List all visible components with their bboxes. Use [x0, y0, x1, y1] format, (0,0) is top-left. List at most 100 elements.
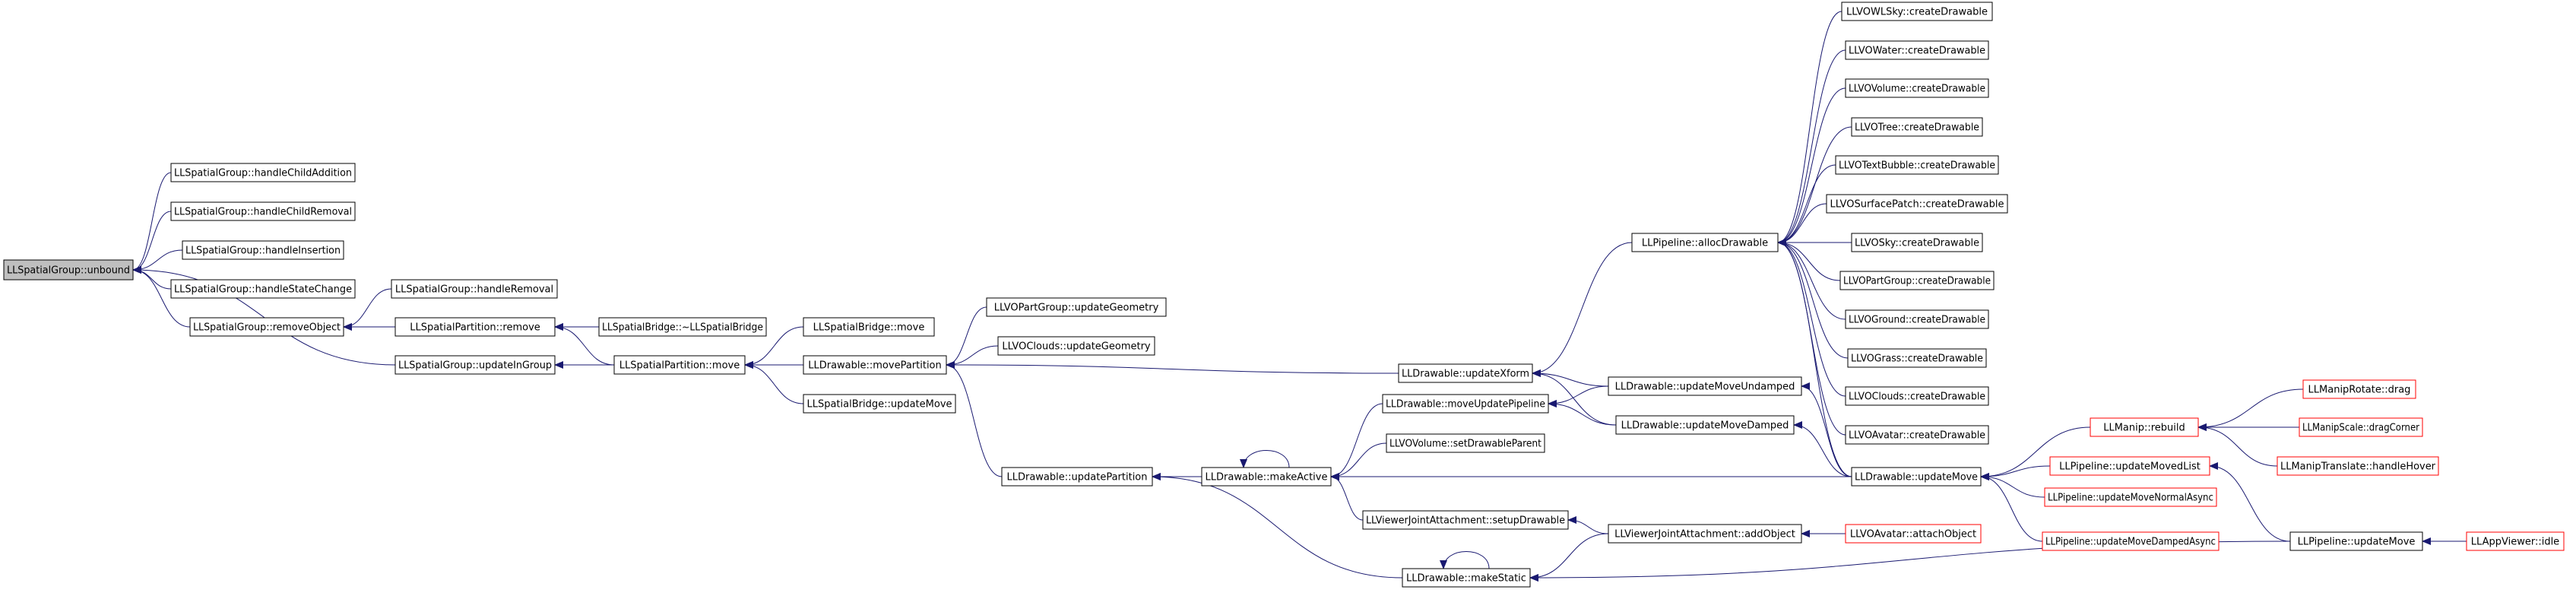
- node-llpipeline-updatemove[interactable]: LLPipeline::updateMove: [2289, 531, 2423, 551]
- node-box: [1398, 363, 1533, 383]
- node-label: LLVOPartGroup::createDrawable: [1843, 276, 1991, 287]
- node-llspatialbridge-updatemove[interactable]: LLSpatialBridge::updateMove: [803, 394, 956, 414]
- node-label: LLVOAvatar::attachObject: [1850, 529, 1976, 541]
- node-llviewerjointattachment-setupdrawable[interactable]: LLViewerJointAttachment::setupDrawable: [1362, 510, 1569, 530]
- edge-volume-to-allocdrawable: [1777, 87, 1846, 246]
- node-label: LLDrawable::updateMoveDamped: [1621, 420, 1789, 432]
- node-llmaniptranslate-handlehover[interactable]: LLManipTranslate::handleHover: [2277, 456, 2439, 476]
- node-llspatialgroup-removeobject[interactable]: LLSpatialGroup::removeObject: [189, 317, 344, 337]
- node-label: LLVOSky::createDrawable: [1855, 238, 1979, 249]
- node-label: LLSpatialBridge::~LLSpatialBridge: [602, 322, 763, 334]
- edge-addobject-to-setupdrawable: [1567, 516, 1609, 534]
- node-box: [2044, 487, 2217, 507]
- edge-clouds-to-allocdrawable: [1777, 239, 1846, 397]
- node-llspatialgroup-updateingroup[interactable]: LLSpatialGroup::updateInGroup: [394, 355, 556, 375]
- node-llspatialgroup-handlestatechange[interactable]: LLSpatialGroup::handleStateChange: [170, 279, 356, 299]
- node-llvosky-createdrawable[interactable]: LLVOSky::createDrawable: [1851, 233, 1983, 252]
- node-box: [1362, 510, 1569, 530]
- node-llvopartgroup-createdrawable[interactable]: LLVOPartGroup::createDrawable: [1839, 271, 1995, 290]
- node-llvowlsky-createdrawable[interactable]: LLVOWLSky::createDrawable: [1841, 2, 1993, 21]
- node-label: LLManipTranslate::handleHover: [2280, 461, 2436, 473]
- node-llspatialgroup-handleinsertion[interactable]: LLSpatialGroup::handleInsertion: [182, 240, 344, 260]
- node-llvowater-createdrawable[interactable]: LLVOWater::createDrawable: [1845, 40, 1989, 60]
- node-box: [2042, 531, 2220, 551]
- node-llspatialpartition-remove[interactable]: LLSpatialPartition::remove: [394, 317, 556, 337]
- node-llmanip-rebuild[interactable]: LLManip::rebuild: [2090, 417, 2199, 437]
- edge-bridgemove-to-partmove: [744, 326, 804, 369]
- node-box: [2049, 456, 2210, 476]
- edge-water-to-allocdrawable: [1777, 49, 1846, 246]
- node-box: [803, 394, 956, 414]
- edge-removeobject-to-unbound: [132, 266, 191, 328]
- node-llvoground-createdrawable[interactable]: LLVOGround::createDrawable: [1845, 309, 1989, 329]
- node-llvoavatar-createdrawable[interactable]: LLVOAvatar::createDrawable: [1845, 425, 1989, 445]
- node-llvoclouds-createdrawable[interactable]: LLVOClouds::createDrawable: [1845, 386, 1989, 406]
- node-llmanipscale-dragcorner[interactable]: LLManipScale::dragCorner: [2299, 417, 2423, 437]
- node-label: LLPipeline::updateMoveNormalAsync: [2048, 493, 2213, 504]
- edge-updatemoveundamped-to-updatexform: [1532, 369, 1609, 387]
- node-box: [1845, 425, 1989, 445]
- node-llspatialgroup-handleremoval[interactable]: LLSpatialGroup::handleRemoval: [391, 279, 558, 299]
- node-llspatialgroup-handlechildremoval[interactable]: LLSpatialGroup::handleChildRemoval: [170, 201, 356, 221]
- node-label: LLDrawable::makeActive: [1206, 472, 1328, 483]
- node-box: [997, 336, 1155, 356]
- node-llpipeline-updatemovedampedasync[interactable]: LLPipeline::updateMoveDampedAsync: [2042, 531, 2220, 551]
- node-box: [1839, 271, 1995, 290]
- node-label: LLViewerJointAttachment::setupDrawable: [1366, 515, 1565, 527]
- node-lldrawable-movepartition[interactable]: LLDrawable::movePartition: [803, 355, 947, 375]
- node-box: [1608, 376, 1802, 396]
- node-label: LLManipScale::dragCorner: [2302, 423, 2420, 434]
- node-box: [2090, 417, 2199, 437]
- node-label: LLSpatialBridge::move: [813, 322, 925, 334]
- node-llspatialbridge-llspatialbridge[interactable]: LLSpatialBridge::~LLSpatialBridge: [598, 317, 767, 337]
- node-llvotextbubble-createdrawable[interactable]: LLVOTextBubble::createDrawable: [1835, 155, 1999, 175]
- edge-drawableupdatemove-to-updatemoveundamped: [1801, 382, 1852, 477]
- node-lldrawable-makestatic[interactable]: LLDrawable::makeStatic: [1402, 568, 1531, 588]
- node-box: [1835, 155, 1999, 175]
- edge-partgroupgeom-to-movetable: [946, 306, 987, 369]
- edge-normalasync-to-drawableupdatemove: [1980, 473, 2045, 498]
- node-llpipeline-allocdrawable[interactable]: LLPipeline::allocDrawable: [1631, 233, 1779, 252]
- node-label: LLVOPartGroup::updateGeometry: [994, 303, 1159, 314]
- edge-ground-to-allocdrawable: [1777, 239, 1846, 320]
- node-lldrawable-moveupdatepipeline[interactable]: LLDrawable::moveUpdatePipeline: [1382, 394, 1549, 414]
- node-llvovolume-setdrawableparent[interactable]: LLVOVolume::setDrawableParent: [1386, 433, 1545, 453]
- node-llspatialgroup-handlechildaddition[interactable]: LLSpatialGroup::handleChildAddition: [170, 163, 356, 182]
- node-label: LLVOVolume::setDrawableParent: [1389, 439, 1541, 450]
- node-label: LLDrawable::updatePartition: [1006, 472, 1147, 483]
- node-box: [1845, 386, 1989, 406]
- node-lldrawable-updatemoveundamped[interactable]: LLDrawable::updateMoveUndamped: [1608, 376, 1802, 396]
- node-lldrawable-updatepartition[interactable]: LLDrawable::updatePartition: [1001, 467, 1153, 487]
- nodes-layer: LLSpatialGroup::unboundLLSpatialGroup::h…: [3, 2, 2565, 588]
- node-llvovolume-createdrawable[interactable]: LLVOVolume::createDrawable: [1845, 78, 1989, 98]
- node-llvosurfacepatch-createdrawable[interactable]: LLVOSurfacePatch::createDrawable: [1826, 194, 2008, 214]
- node-llvoclouds-updategeometry[interactable]: LLVOClouds::updateGeometry: [997, 336, 1155, 356]
- node-llviewerjointattachment-addobject[interactable]: LLViewerJointAttachment::addObject: [1608, 524, 1802, 544]
- node-llpipeline-updatemovenormalasync[interactable]: LLPipeline::updateMoveNormalAsync: [2044, 487, 2217, 507]
- node-llvopartgroup-updategeometry[interactable]: LLVOPartGroup::updateGeometry: [986, 297, 1167, 317]
- node-lldrawable-updatemovedamped[interactable]: LLDrawable::updateMoveDamped: [1615, 415, 1795, 435]
- node-box: [2466, 531, 2565, 551]
- node-box: [1631, 233, 1779, 252]
- node-label: LLVOVolume::createDrawable: [1849, 84, 1985, 95]
- node-lldrawable-makeactive[interactable]: LLDrawable::makeActive: [1201, 467, 1332, 487]
- node-llmaniprotate-drag[interactable]: LLManipRotate::drag: [2302, 379, 2416, 399]
- node-box: [1845, 78, 1989, 98]
- edge-translatehover-to-rebuild: [2197, 423, 2278, 467]
- node-box: [803, 355, 947, 375]
- node-box: [613, 355, 746, 375]
- node-llspatialpartition-move[interactable]: LLSpatialPartition::move: [613, 355, 746, 375]
- node-label: LLPipeline::updateMovedList: [2059, 461, 2201, 473]
- node-box: [1826, 194, 2008, 214]
- node-llspatialbridge-move[interactable]: LLSpatialBridge::move: [803, 317, 935, 337]
- node-llvograss-createdrawable[interactable]: LLVOGrass::createDrawable: [1847, 348, 1987, 368]
- node-box: [1386, 433, 1545, 453]
- node-llpipeline-updatemovedlist[interactable]: LLPipeline::updateMovedList: [2049, 456, 2210, 476]
- edge-surfacepatch-to-allocdrawable: [1777, 203, 1827, 246]
- node-llappviewer-idle[interactable]: LLAppViewer::idle: [2466, 531, 2565, 551]
- node-llvoavatar-attachobject[interactable]: LLVOAvatar::attachObject: [1845, 524, 1982, 544]
- node-llvotree-createdrawable[interactable]: LLVOTree::createDrawable: [1851, 117, 1983, 137]
- node-lldrawable-updatexform[interactable]: LLDrawable::updateXform: [1398, 363, 1533, 383]
- edge-pipelineupdatemove-to-updatemovedlist: [2209, 462, 2291, 542]
- node-lldrawable-updatemove[interactable]: LLDrawable::updateMove: [1851, 467, 1982, 487]
